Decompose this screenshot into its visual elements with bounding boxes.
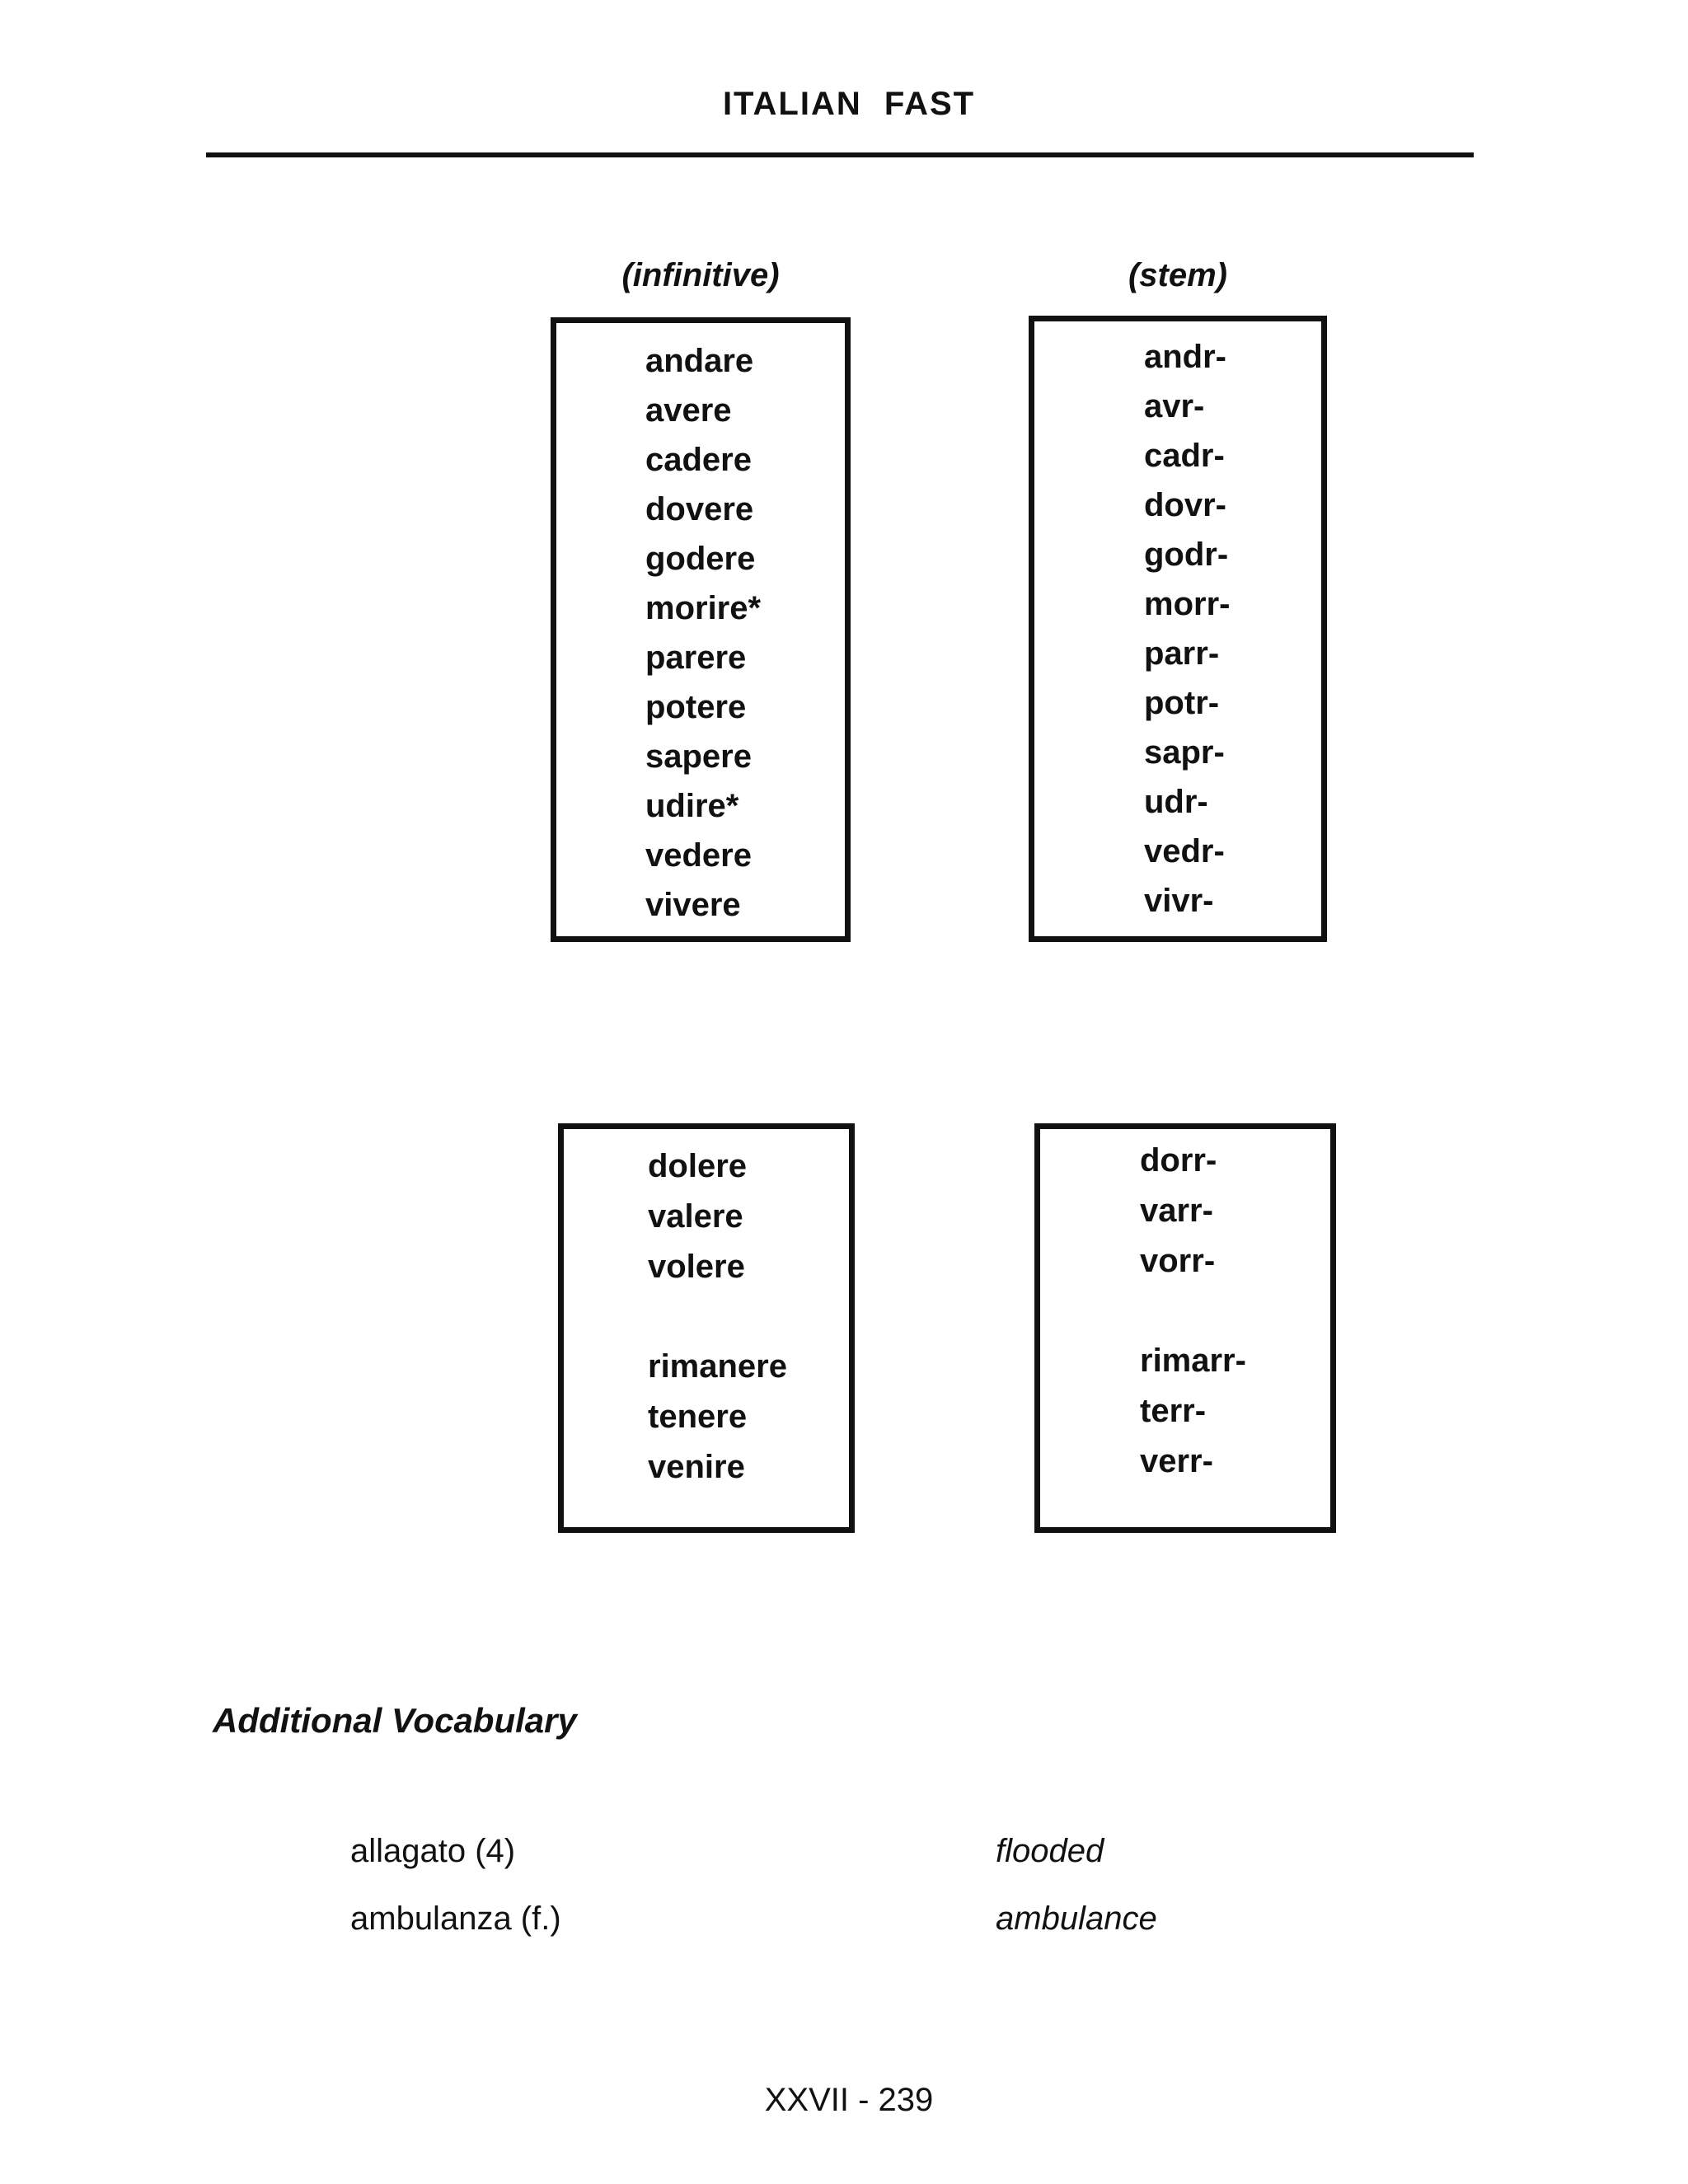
infinitive-list-2b: rimanere tenere venire (564, 1342, 849, 1493)
stem-item: vedr- (1144, 833, 1225, 869)
stem-item: varr- (1140, 1193, 1213, 1229)
infinitive-item: cadere (645, 442, 752, 478)
infinitive-item: valere (648, 1198, 743, 1235)
vocabulary-list: allagato (4) flooded ambulanza (f.) ambu… (350, 1831, 1504, 1966)
stem-box-2: dorr-varr-vorr- rimarr-terr-verr- (1034, 1123, 1336, 1533)
vocabulary-translation: flooded (996, 1833, 1104, 1869)
infinitive-item: venire (648, 1449, 745, 1485)
infinitive-item: andare (645, 343, 754, 379)
infinitive-item: udire* (645, 788, 739, 824)
infinitive-item: avere (645, 392, 732, 429)
infinitive-box-1: andare avere cadere dovere godere morire* pare… (551, 317, 851, 942)
vocabulary-term: ambulanza (f.) (350, 1900, 561, 1937)
stem-item: rimarr- (1140, 1343, 1246, 1379)
infinitive-box-2: dolere valere volere rimanere tenere venire (558, 1123, 855, 1533)
stem-item: parr- (1144, 635, 1220, 672)
stem-list-2b: rimarr-terr-verr- (1040, 1336, 1330, 1487)
page-title: ITALIAN FAST (722, 86, 976, 122)
infinitive-item: sapere (645, 738, 752, 775)
infinitive-item: vivere (645, 887, 741, 923)
stem-list-1: andr-avr-cadr-dovr-godr-morr-parr-potr-s… (1034, 321, 1321, 926)
stem-item: dorr- (1140, 1142, 1217, 1179)
stem-item: cadr- (1144, 438, 1225, 474)
page-number: XXVII - 239 (764, 2082, 934, 2118)
infinitive-item: vedere (645, 837, 752, 874)
stem-item: vivr- (1144, 883, 1214, 919)
stem-item: godr- (1144, 537, 1229, 573)
column-header-infinitive: (infinitive) (621, 257, 780, 293)
infinitive-item: dovere (645, 491, 754, 527)
additional-vocabulary-heading: Additional Vocabulary (213, 1701, 577, 1740)
stem-item: verr- (1140, 1443, 1213, 1479)
vocabulary-row: allagato (4) flooded (350, 1831, 1504, 1899)
stem-item: vorr- (1140, 1243, 1216, 1279)
stem-item: sapr- (1144, 734, 1225, 771)
stem-box-1: andr-avr-cadr-dovr-godr-morr-parr-potr-s… (1029, 316, 1327, 942)
stem-item: potr- (1144, 685, 1220, 721)
infinitive-item: parere (645, 640, 747, 676)
column-header-stem: (stem) (1128, 257, 1228, 293)
infinitive-item: tenere (648, 1399, 748, 1435)
stem-item: andr- (1144, 339, 1226, 375)
header-divider (206, 152, 1474, 157)
infinitive-item: volere (648, 1249, 745, 1285)
vocabulary-row: ambulanza (f.) ambulance (350, 1899, 1504, 1966)
stem-item: dovr- (1144, 487, 1226, 523)
stem-item: terr- (1140, 1393, 1207, 1429)
stem-item: morr- (1144, 586, 1231, 622)
stem-item: avr- (1144, 388, 1205, 424)
vocabulary-term: allagato (4) (350, 1833, 516, 1869)
infinitive-item: morire* (645, 590, 762, 626)
infinitive-item: dolere (648, 1148, 748, 1184)
infinitive-item: godere (645, 541, 756, 577)
infinitive-list-1: andare avere cadere dovere godere morire* pare… (556, 323, 845, 930)
stem-item: udr- (1144, 784, 1208, 820)
infinitive-list-2a: dolere valere volere (564, 1129, 849, 1292)
infinitive-item: potere (645, 689, 747, 725)
stem-list-2a: dorr-varr-vorr- (1040, 1129, 1330, 1286)
vocabulary-translation: ambulance (996, 1900, 1157, 1937)
infinitive-item: rimanere (648, 1348, 787, 1385)
